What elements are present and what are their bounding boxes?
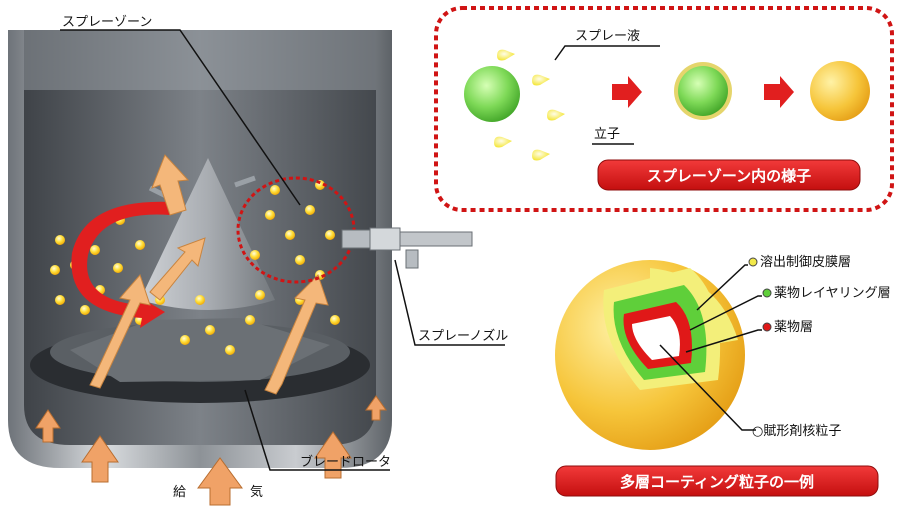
inset-caption-pill: スプレーゾーン内の様子 [597,159,861,191]
rotation-arrow [71,201,172,328]
spray-nozzle-label: スプレーノズル [418,328,508,344]
arrow-right-icon [764,76,794,108]
layer-label-drug-layering: 薬物レイヤリング層 [774,286,891,301]
spray-nozzle-icon [341,227,473,269]
inset-frame [434,6,894,212]
spray-liquid-label: スプレー液 [575,29,640,44]
air-supply-arrows [35,395,387,506]
air-supply-left-label: 給 [173,485,186,500]
leader-lines [60,29,505,471]
flow-arrows [89,154,329,395]
coated-particle [810,61,870,121]
layer-leaders [659,264,762,431]
particle-label: 立子 [594,127,620,142]
core-particle [464,66,520,122]
blade-rotor-label: ブレードロータ [300,454,391,470]
layers-caption-pill: 多層コーティング粒子の一例 [555,465,879,497]
layer-label-core: ○賦形剤核粒子 [752,423,841,439]
spray-droplets [494,49,565,161]
layer-label-drug: 薬物層 [774,320,813,335]
layers-caption: 多層コーティング粒子の一例 [620,473,814,491]
inset-caption: スプレーゾーン内の様子 [647,167,811,185]
layer-label-dissolution: 溶出制御皮膜層 [760,255,851,270]
coating-particle [674,62,732,120]
multilayer-particle [555,260,745,450]
spray-liquid-leader [554,45,660,61]
arrow-right-icon [612,76,642,108]
layer-dots [748,257,772,332]
air-supply-right-label: 気 [250,484,263,500]
spray-zone-label: スプレーゾーン [62,15,152,30]
